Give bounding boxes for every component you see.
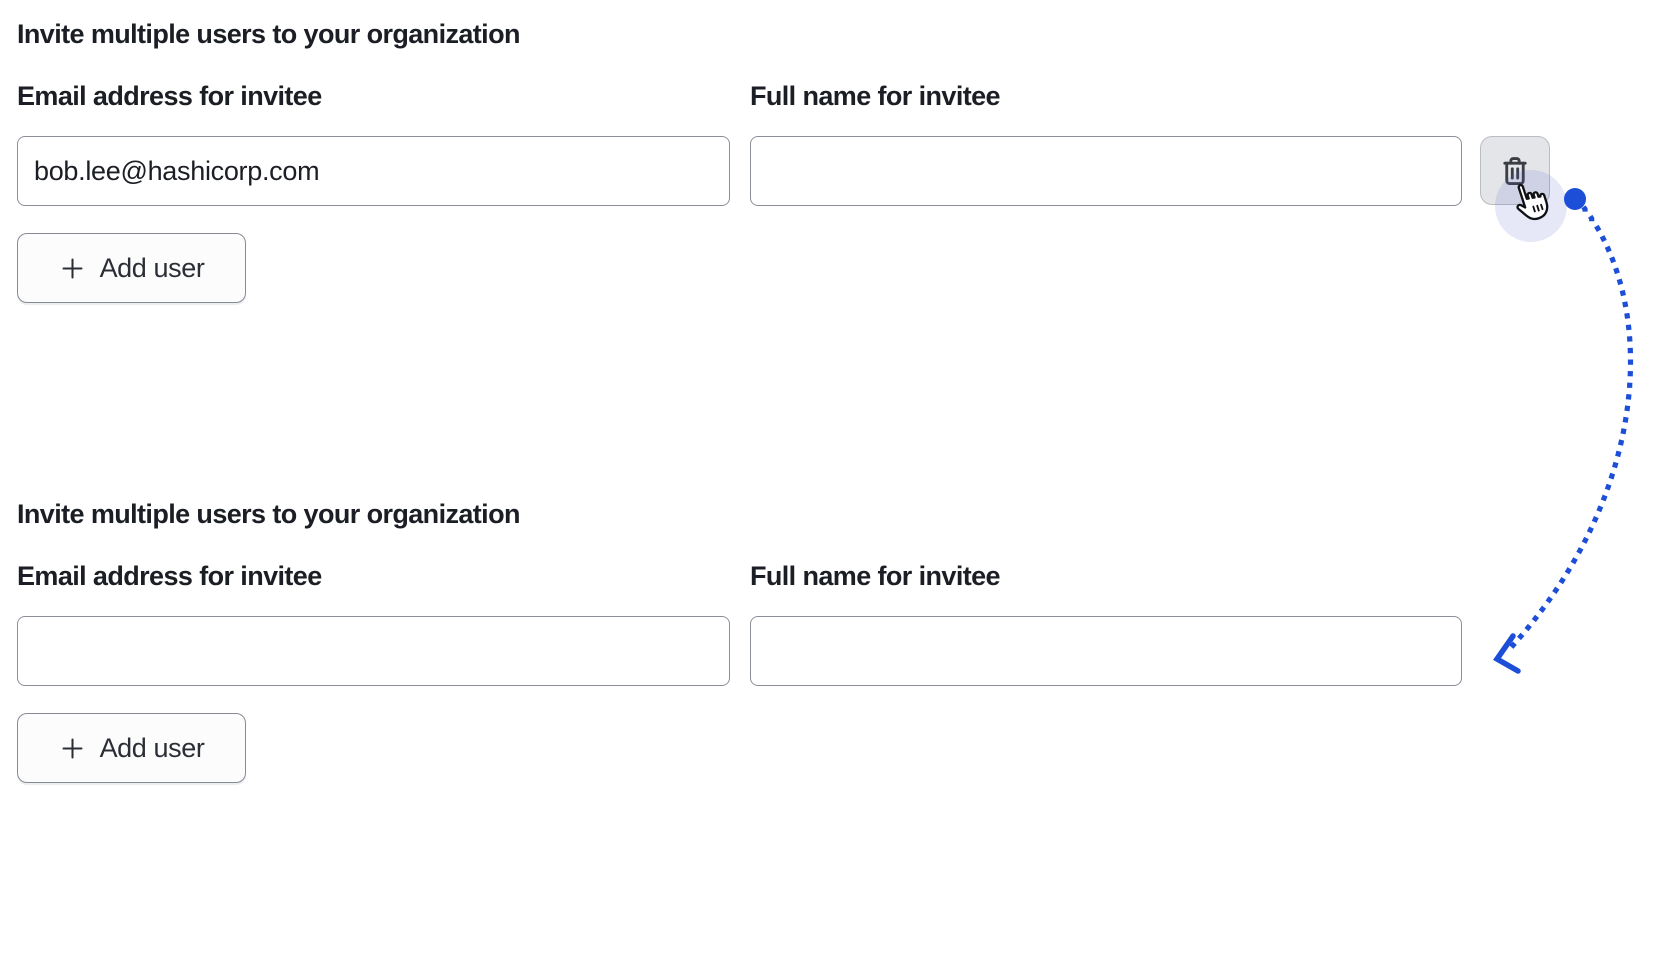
form-heading: Invite multiple users to your organizati… [17, 19, 520, 49]
full-name-label: Full name for invitee [750, 561, 1001, 591]
email-label: Email address for invitee [17, 561, 322, 591]
add-user-label: Add user [99, 732, 205, 763]
plus-icon [59, 255, 86, 282]
full-name-label: Full name for invitee [750, 81, 1001, 111]
add-user-label: Add user [99, 252, 205, 283]
form-heading: Invite multiple users to your organizati… [17, 499, 520, 529]
plus-icon [59, 735, 86, 762]
add-user-button[interactable]: Add user [17, 233, 246, 303]
full-name-input[interactable] [750, 616, 1462, 686]
email-input[interactable] [17, 136, 730, 206]
invite-users-form-2: Invite multiple users to your organizati… [0, 480, 1672, 960]
full-name-input[interactable] [750, 136, 1462, 206]
delete-row-button[interactable] [1480, 136, 1550, 205]
add-user-button[interactable]: Add user [17, 713, 246, 783]
trash-icon [1497, 153, 1533, 189]
email-input[interactable] [17, 616, 730, 686]
invite-users-form-1: Invite multiple users to your organizati… [17, 19, 1550, 303]
email-label: Email address for invitee [17, 81, 322, 111]
